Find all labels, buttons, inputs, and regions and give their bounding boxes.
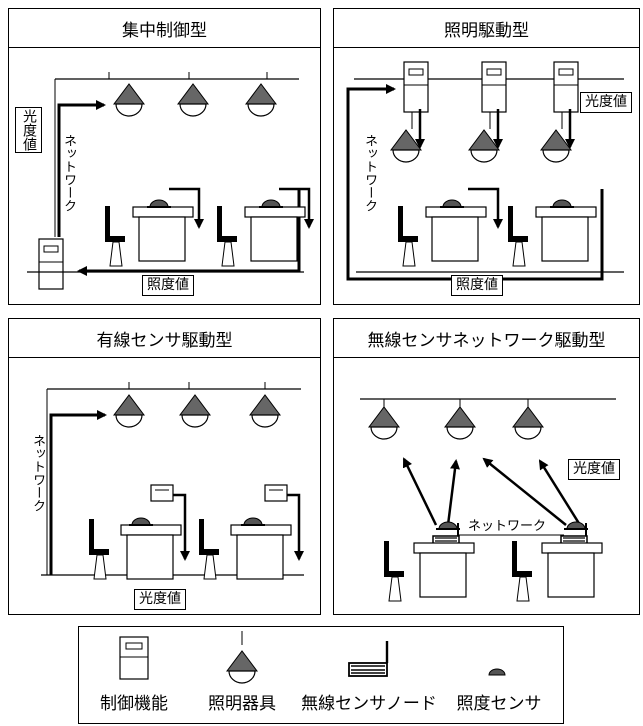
illuminance-sensor-icon xyxy=(240,517,266,526)
network-label: ネットワーク xyxy=(61,134,76,212)
chair-icon xyxy=(507,205,529,267)
illuminance-sensor-icon xyxy=(258,199,284,208)
lamp-icon xyxy=(113,83,145,117)
illuminance-sensor-icon xyxy=(563,521,589,530)
illuminance-sensor-icon xyxy=(549,199,575,208)
wireless-sensor-diagram xyxy=(360,398,616,602)
chair-icon xyxy=(511,540,533,602)
desk-icon xyxy=(541,542,603,598)
light-value-label: 光度値 xyxy=(134,589,186,610)
lamp-icon xyxy=(512,406,544,440)
light-value-label: 光度値 xyxy=(568,459,620,480)
desk-icon xyxy=(120,524,182,580)
lamp-icon xyxy=(245,83,277,117)
panel-title: 無線センサネットワーク駆動型 xyxy=(334,319,639,358)
lamp-icon xyxy=(113,394,145,428)
lamp-icon xyxy=(177,83,209,117)
lamp-icon xyxy=(468,129,500,163)
chair-icon xyxy=(383,540,405,602)
control-unit-icon xyxy=(403,61,429,113)
chair-icon xyxy=(88,518,110,580)
chair-icon xyxy=(216,205,238,267)
lamp-icon xyxy=(226,631,258,684)
wired-sensor-diagram xyxy=(41,382,304,580)
panel-title: 照明駆動型 xyxy=(334,9,639,48)
panel-title: 集中制御型 xyxy=(9,9,320,48)
lux-value-label: 照度値 xyxy=(142,275,194,296)
legend-icons xyxy=(119,631,506,684)
lamp-icon xyxy=(390,129,422,163)
illuminance-sensor-icon xyxy=(128,517,154,526)
desk-icon xyxy=(535,206,597,262)
control-unit-icon xyxy=(553,61,579,113)
central-control-diagram xyxy=(27,72,314,290)
panel-wired-sensor: 有線センサ駆動型 ネットワーク 光度値 xyxy=(8,318,321,615)
wireless-sensor-node-icon xyxy=(348,641,389,677)
network-label: ネットワーク xyxy=(362,134,377,212)
network-label: ネットワーク xyxy=(30,434,45,512)
lamp-icon xyxy=(368,406,400,440)
illuminance-sensor-icon xyxy=(439,199,465,208)
illuminance-sensor-icon xyxy=(146,199,172,208)
illuminance-sensor-icon xyxy=(488,668,506,676)
control-unit-icon xyxy=(38,238,64,290)
legend-label-control: 制御機能 xyxy=(100,694,168,714)
illuminance-sensor-icon xyxy=(435,521,461,530)
control-unit-icon xyxy=(481,61,507,113)
desk-icon xyxy=(244,206,306,262)
desk-icon xyxy=(413,542,475,598)
panel-wireless-sensor-network: 無線センサネットワーク駆動型 光度値 ネットワーク xyxy=(333,318,640,615)
lux-value-label: 照度値 xyxy=(451,275,503,296)
lighting-driven-diagram xyxy=(346,61,624,281)
chair-icon xyxy=(397,205,419,267)
legend-label-wireless-node: 無線センサノード xyxy=(301,694,437,714)
control-unit-icon xyxy=(264,484,288,502)
panel-lighting-driven: 照明駆動型 ネットワーク 光度値 照度値 xyxy=(333,8,640,305)
lamp-icon xyxy=(540,129,572,163)
light-value-label: 光度値 xyxy=(15,107,42,153)
desk-icon xyxy=(132,206,194,262)
desk-icon xyxy=(425,206,487,262)
panel-central-control: 集中制御型 光度値 ネットワーク 照度値 xyxy=(8,8,321,305)
lamp-icon xyxy=(444,406,476,440)
desk-icon xyxy=(230,524,292,580)
legend: 制御機能 照明器具 無線センサノード 照度センサ xyxy=(78,626,564,724)
lamp-icon xyxy=(179,394,211,428)
network-label: ネットワーク xyxy=(468,515,547,534)
control-unit-icon xyxy=(150,484,174,502)
chair-icon xyxy=(198,518,220,580)
lamp-icon xyxy=(249,394,281,428)
chair-icon xyxy=(104,205,126,267)
control-unit-icon xyxy=(119,636,149,680)
legend-label-lamp: 照明器具 xyxy=(208,694,276,714)
legend-label-illuminance-sensor: 照度センサ xyxy=(456,694,542,714)
light-value-label: 光度値 xyxy=(580,92,632,113)
panel-title: 有線センサ駆動型 xyxy=(9,319,320,358)
